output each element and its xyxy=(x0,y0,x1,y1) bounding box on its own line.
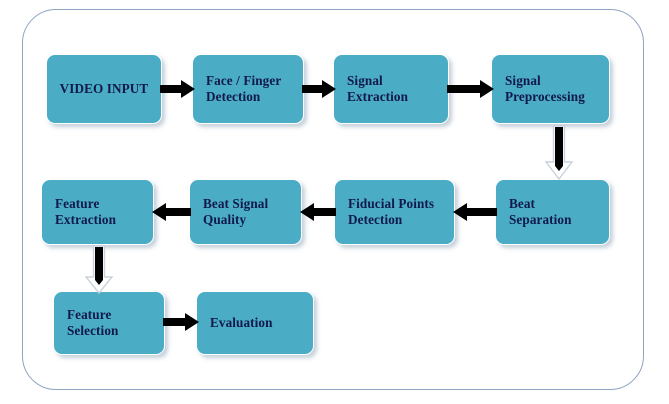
node-signal-preprocessing[interactable]: Signal Preprocessing xyxy=(491,54,610,124)
node-video-input[interactable]: VIDEO INPUT xyxy=(46,54,162,124)
node-beat-separation[interactable]: Beat Separation xyxy=(495,179,610,245)
node-evaluation-label: Evaluation xyxy=(210,314,273,330)
node-feature-extraction[interactable]: Feature Extraction xyxy=(41,179,154,245)
node-beat-signal-quality[interactable]: Beat Signal Quality xyxy=(189,179,302,245)
arrow-beat-separation-to-fiducial-points-detection xyxy=(453,201,497,223)
node-feature-selection[interactable]: Feature Selection xyxy=(53,291,165,355)
node-fiducial-points-detection[interactable]: Fiducial Points Detection xyxy=(334,179,455,245)
pipeline-outer-frame xyxy=(22,9,644,390)
node-fiducial-points-detection-label: Fiducial Points Detection xyxy=(348,195,435,227)
arrow-signal-preprocessing-to-beat-separation xyxy=(544,125,574,182)
node-face-finger-detection-label: Face / Finger Detection xyxy=(206,72,282,104)
node-signal-extraction-label: Signal Extraction xyxy=(347,72,409,104)
node-beat-signal-quality-label: Beat Signal Quality xyxy=(203,195,269,227)
node-feature-extraction-label: Feature Extraction xyxy=(55,195,117,227)
arrow-beat-signal-quality-to-feature-extraction xyxy=(152,201,191,223)
node-beat-separation-label: Beat Separation xyxy=(509,195,572,227)
node-signal-extraction[interactable]: Signal Extraction xyxy=(333,54,449,124)
arrow-face-finger-detection-to-signal-extraction xyxy=(302,78,337,100)
node-face-finger-detection[interactable]: Face / Finger Detection xyxy=(192,54,304,124)
arrow-fiducial-points-detection-to-beat-signal-quality xyxy=(300,201,336,223)
arrow-feature-extraction-to-feature-selection xyxy=(84,245,114,296)
arrow-feature-selection-to-evaluation xyxy=(163,311,200,333)
node-feature-selection-label: Feature Selection xyxy=(67,306,119,338)
node-evaluation[interactable]: Evaluation xyxy=(196,291,314,355)
arrow-video-input-to-face-finger-detection xyxy=(160,78,196,100)
node-video-input-label: VIDEO INPUT xyxy=(59,80,149,96)
node-signal-preprocessing-label: Signal Preprocessing xyxy=(505,72,585,104)
arrow-signal-extraction-to-signal-preprocessing xyxy=(447,78,495,100)
